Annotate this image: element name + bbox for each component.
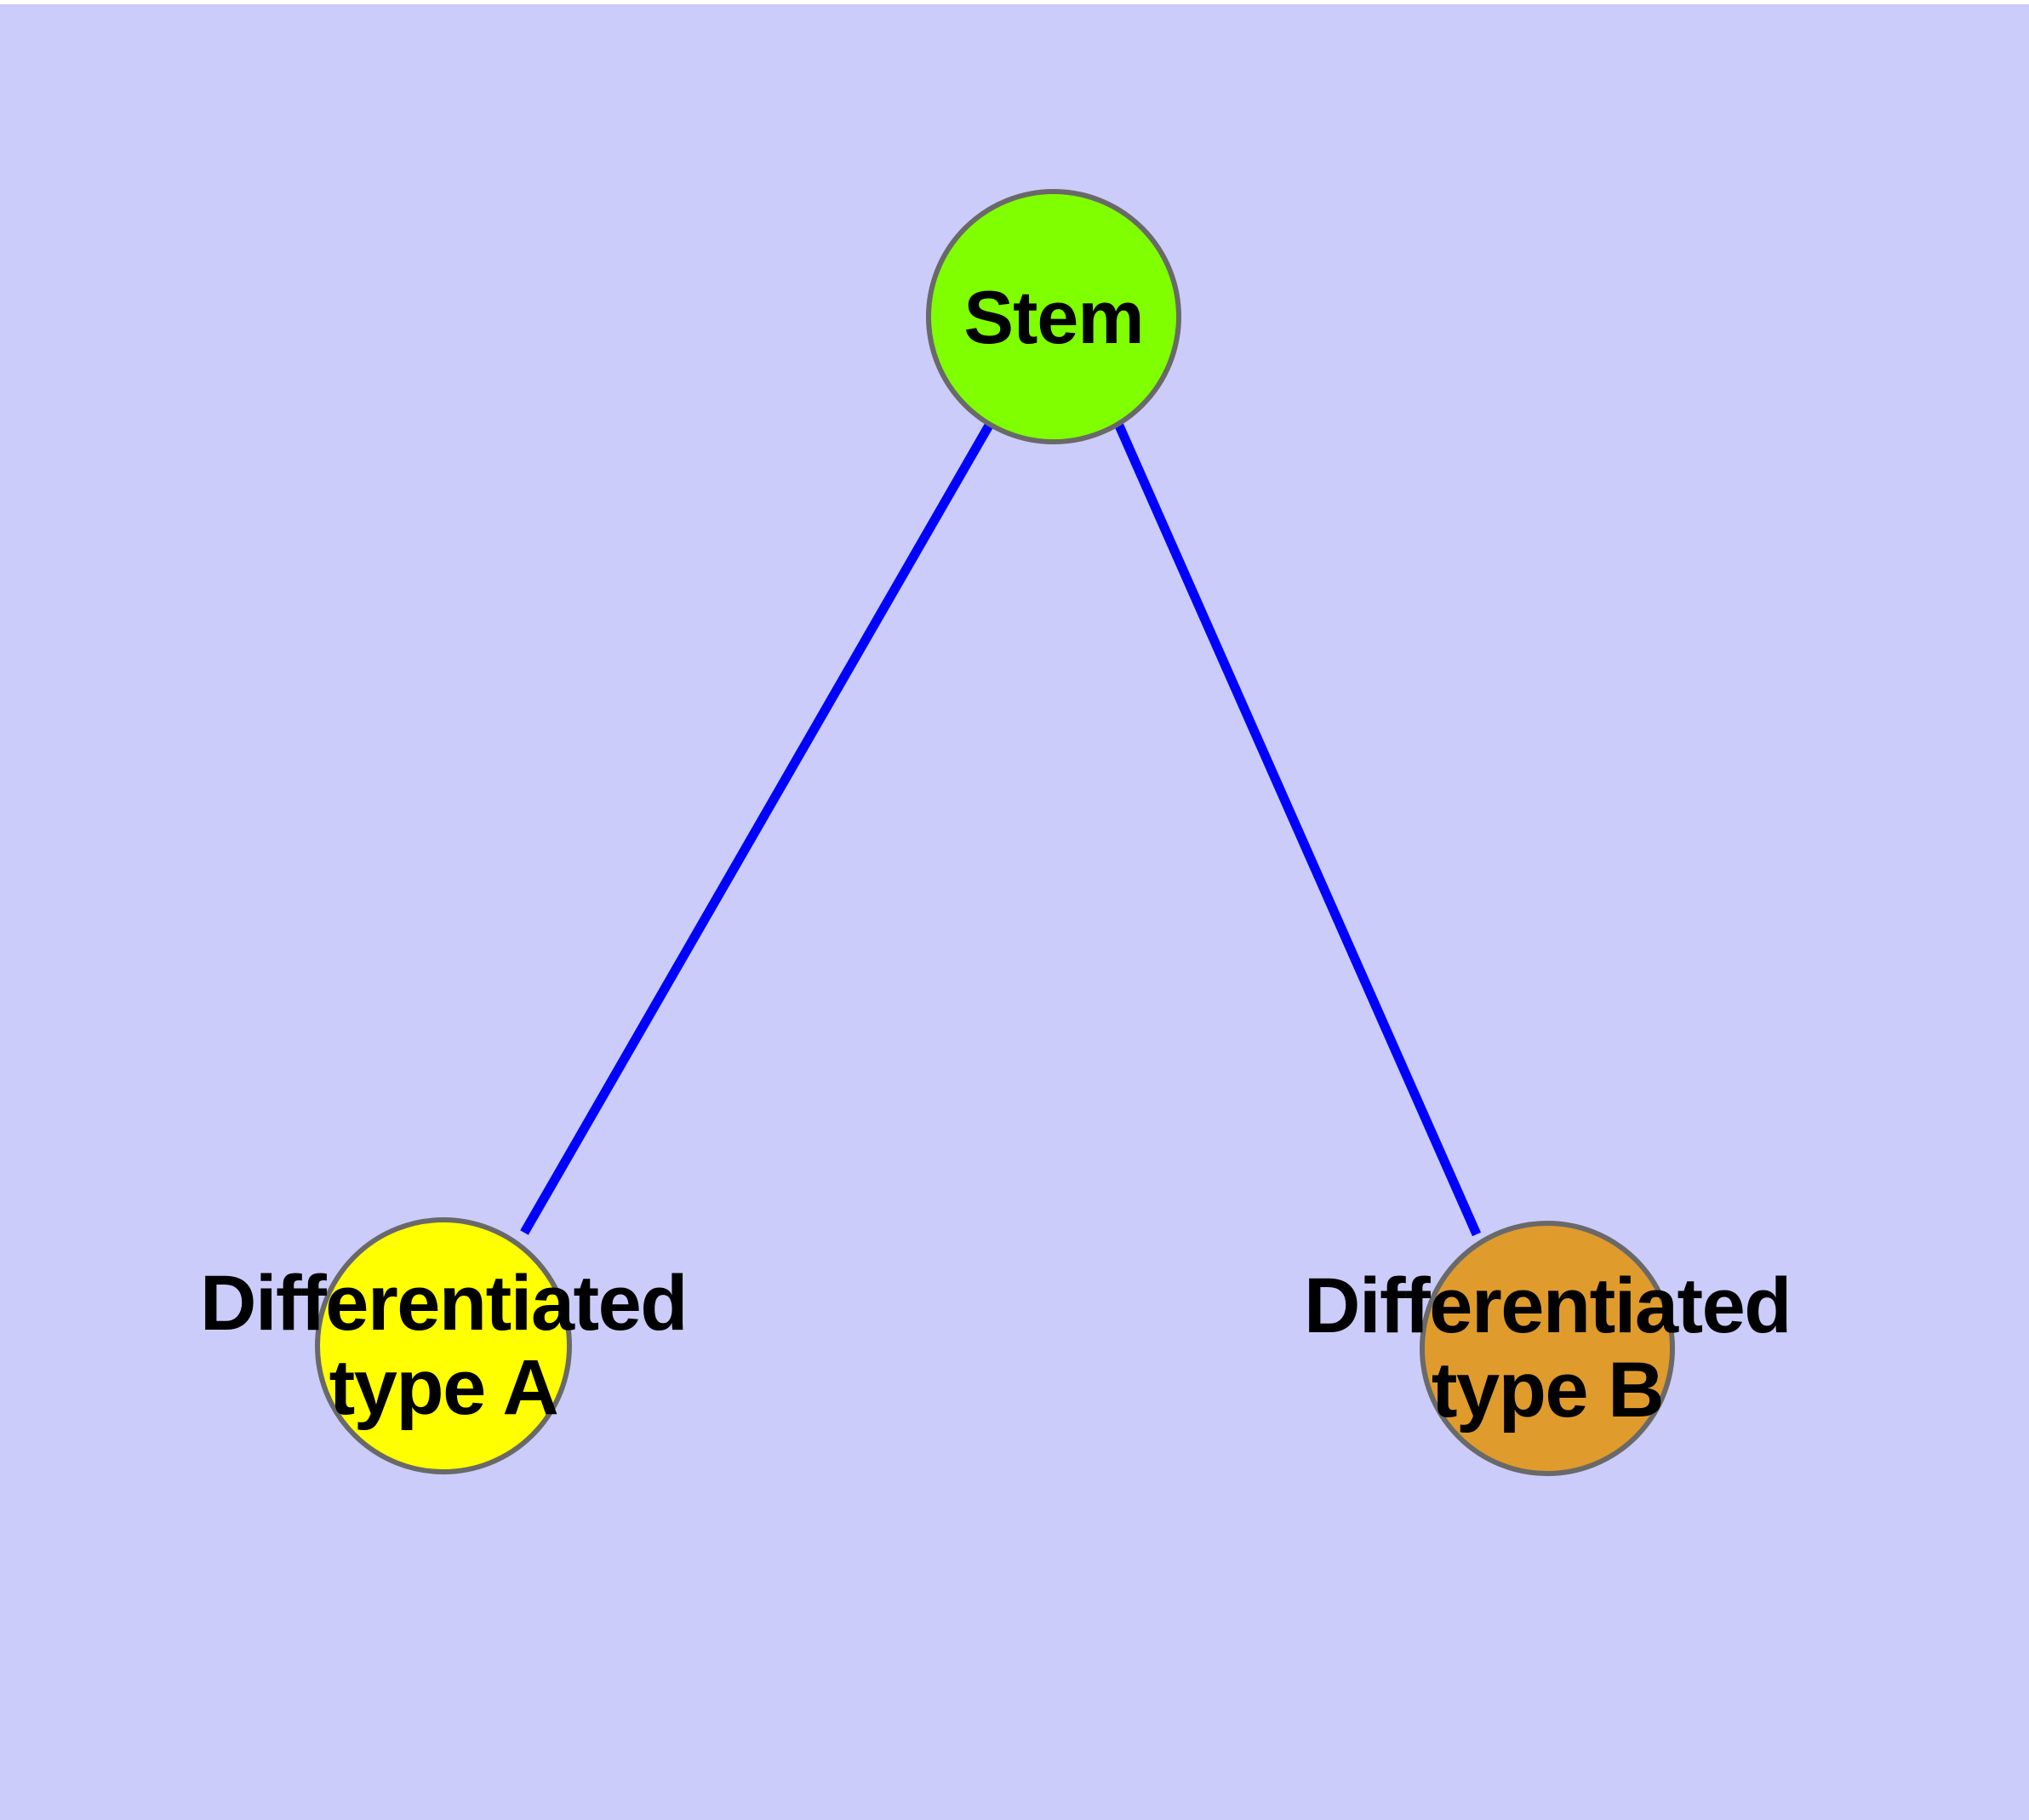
node-differentiated-type-b[interactable] xyxy=(1420,1221,1675,1476)
edge-layer xyxy=(520,421,1482,1237)
edge-stem-to-differentiated-type-b[interactable] xyxy=(1114,423,1482,1237)
node-stem[interactable] xyxy=(926,189,1181,444)
edge-stem-to-differentiated-type-a[interactable] xyxy=(520,421,994,1235)
node-layer xyxy=(315,189,1675,1476)
node-differentiated-type-a[interactable] xyxy=(315,1217,572,1474)
